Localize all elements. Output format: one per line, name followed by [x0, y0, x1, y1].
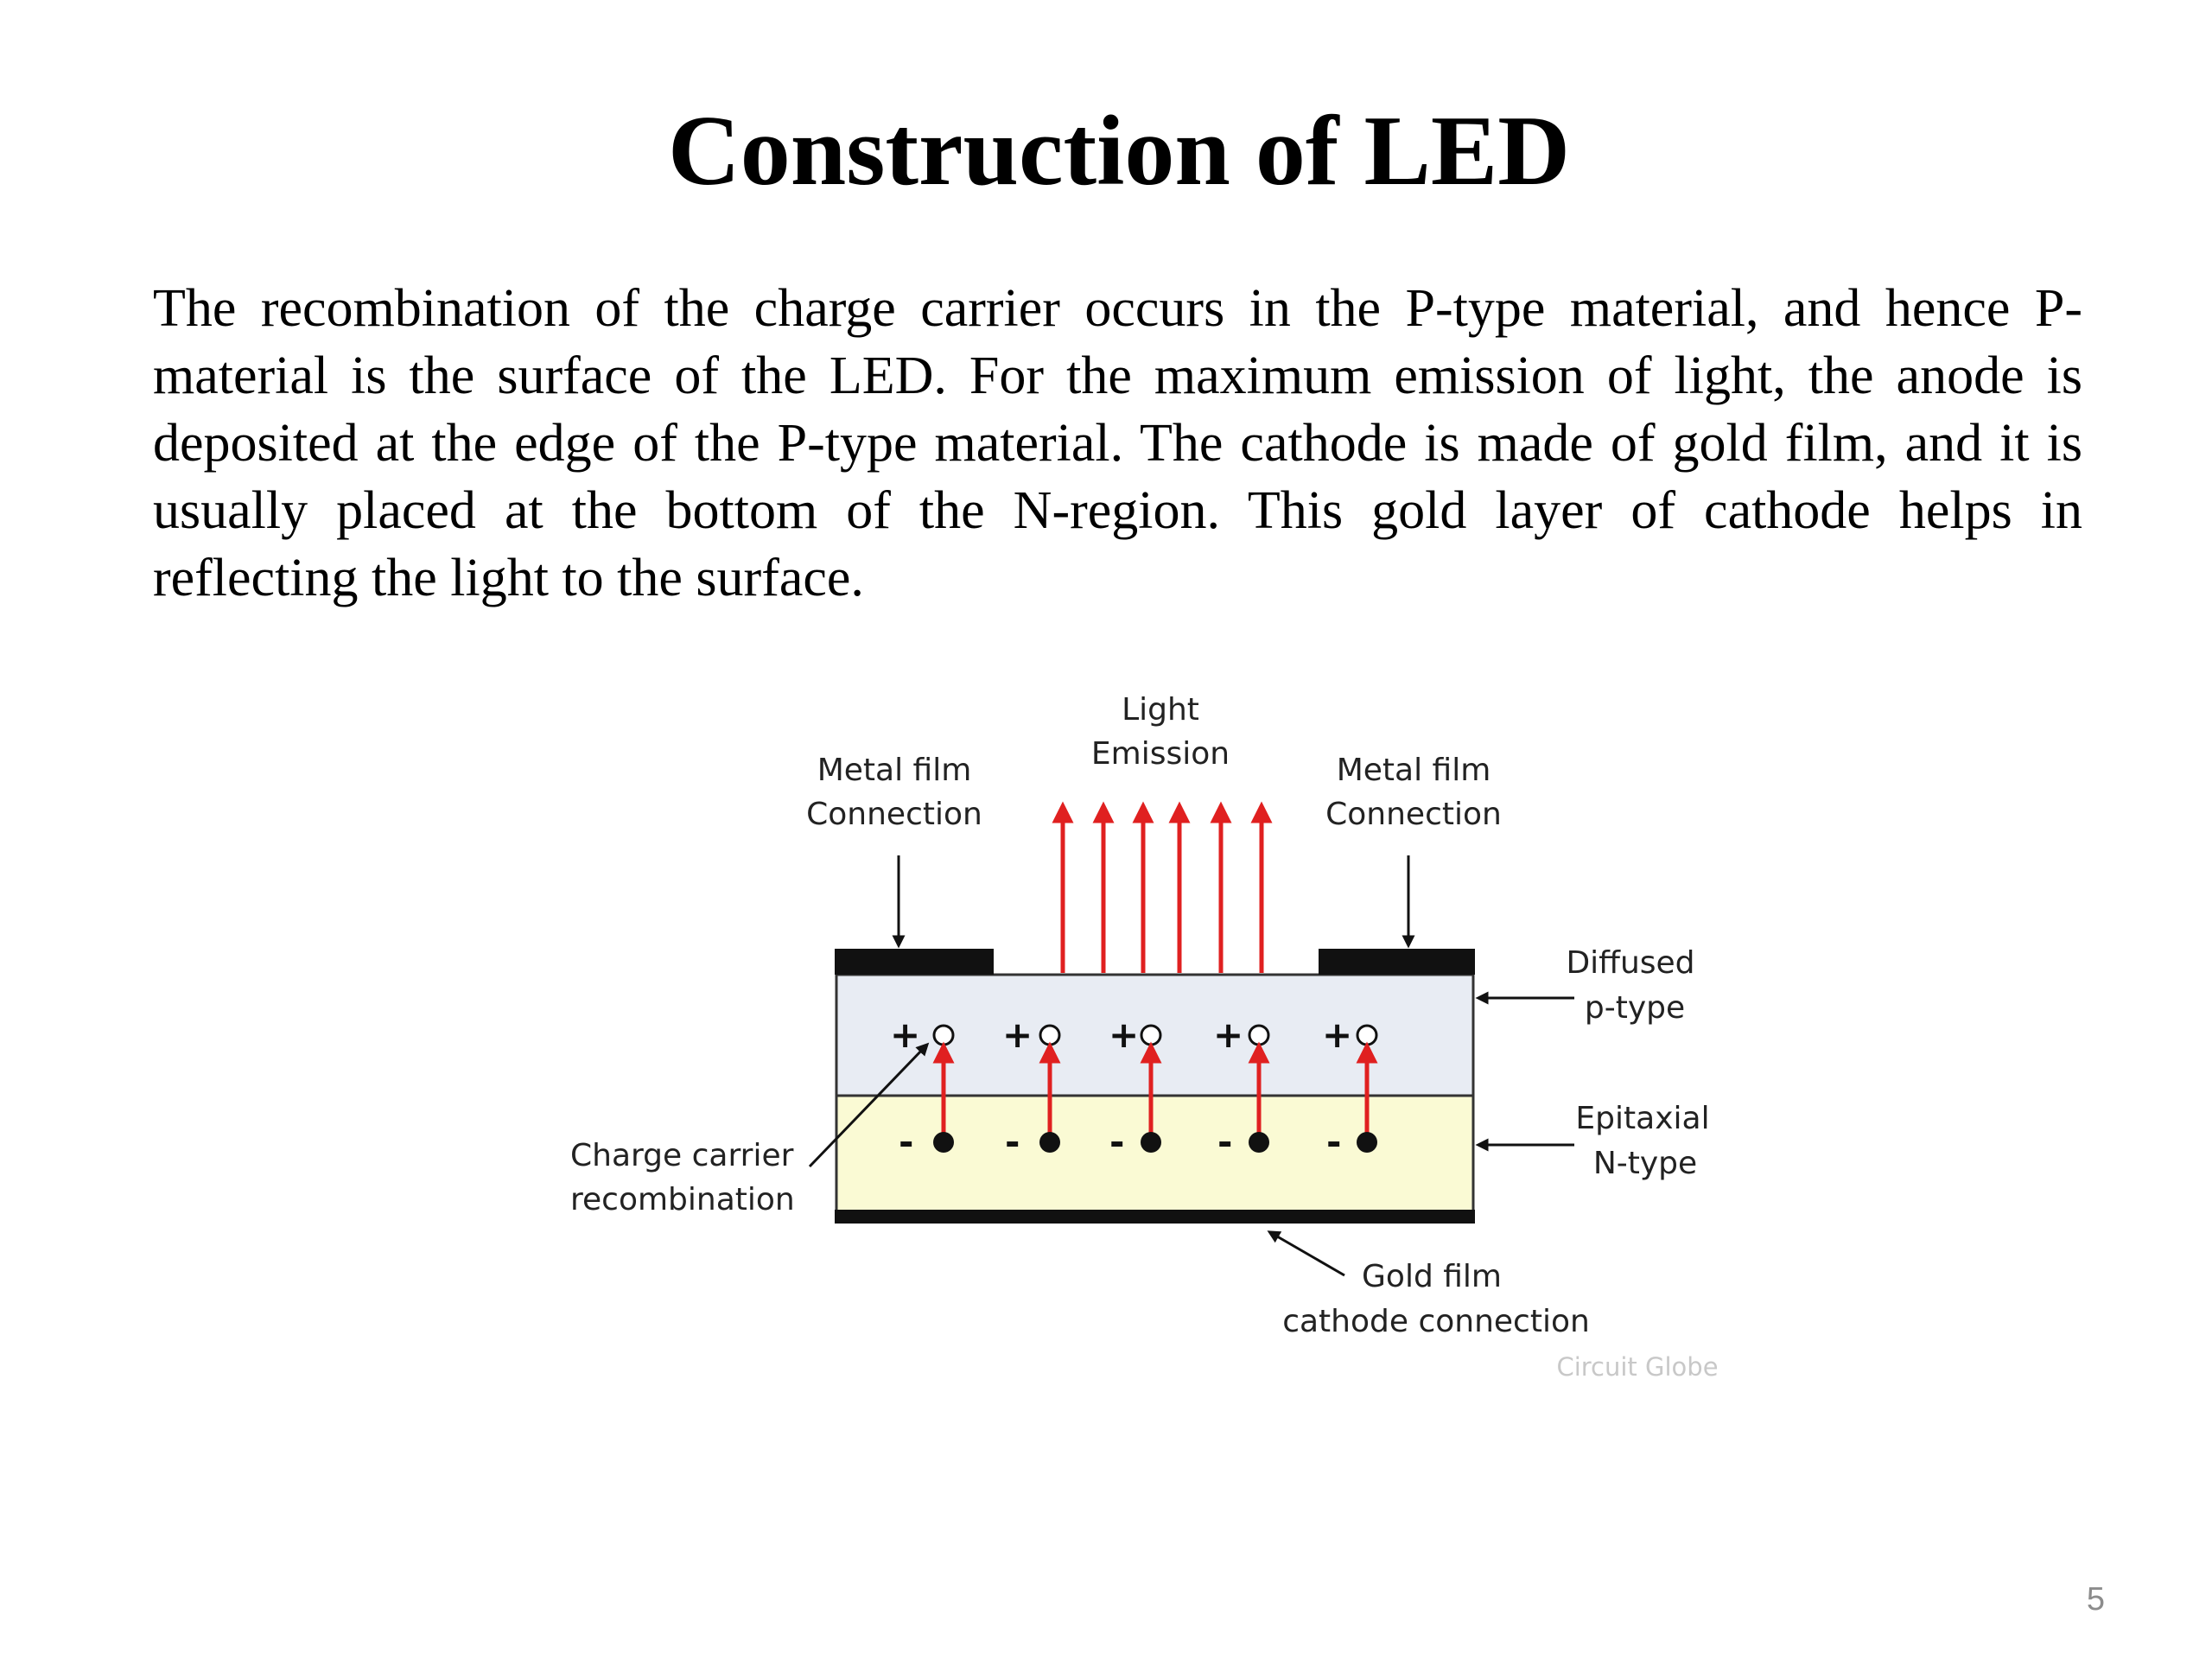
n-type-region [835, 1094, 1475, 1215]
label-n-type: N-type [1593, 1146, 1697, 1181]
label-diffused: Diffused [1566, 945, 1694, 981]
hole-circle [1140, 1024, 1162, 1046]
label-connection-left: Connection [806, 797, 982, 832]
hole-circle [932, 1024, 955, 1046]
electron-minus-sign: - [1326, 1121, 1341, 1163]
hole-plus-sign: + [1109, 1014, 1139, 1056]
electron-minus-sign: - [1217, 1121, 1232, 1163]
hole-circle [1248, 1024, 1270, 1046]
label-gold-film: Gold film [1362, 1259, 1502, 1294]
label-metal-film-left: Metal film [817, 753, 972, 788]
electron-dot [1357, 1132, 1377, 1153]
carrier-pair: + - [1002, 1014, 1061, 1163]
label-emission: Emission [1091, 736, 1230, 772]
carrier-pair: + - [1109, 1014, 1162, 1163]
carrier-pair: + - [1213, 1014, 1270, 1163]
pointer-arrows [808, 855, 1574, 1277]
label-recombination: recombination [570, 1182, 795, 1217]
label-cathode-connection: cathode connection [1282, 1304, 1590, 1339]
electron-dot [1141, 1132, 1161, 1153]
metal-contact-right [1319, 949, 1475, 975]
hole-plus-sign: + [890, 1014, 920, 1056]
carrier-pair: + - [1322, 1014, 1378, 1163]
light-emission-rays [1052, 801, 1273, 973]
slide-body-text: The recombination of the charge carrier … [153, 279, 2082, 607]
charge-carrier-pointer [808, 1042, 930, 1168]
electron-dot [1039, 1132, 1060, 1153]
hole-plus-sign: + [1002, 1014, 1033, 1056]
label-connection-right: Connection [1325, 797, 1502, 832]
hole-circle [1039, 1024, 1061, 1046]
hole-circle [1356, 1024, 1378, 1046]
metal-contact-left [835, 949, 994, 975]
label-epitaxial: Epitaxial [1575, 1101, 1709, 1136]
label-charge-carrier: Charge carrier [570, 1138, 794, 1173]
hole-plus-sign: + [1322, 1014, 1352, 1056]
label-light: Light [1122, 692, 1199, 728]
label-metal-film-right: Metal film [1337, 753, 1491, 788]
gold-film-cathode [835, 1210, 1475, 1224]
electron-minus-sign: - [899, 1121, 913, 1163]
carrier-pair: + - [890, 1014, 955, 1163]
label-p-type: p-type [1585, 990, 1685, 1026]
hole-plus-sign: + [1213, 1014, 1243, 1056]
gold-film-pointer [1267, 1230, 1345, 1277]
watermark: Circuit Globe [1556, 1352, 1718, 1382]
electron-dot [933, 1132, 954, 1153]
slide-title: Construction of LED [667, 96, 1571, 207]
page-number: 5 [2086, 1581, 2105, 1618]
carrier-pairs: + - + - + - + [890, 1014, 1378, 1163]
electron-dot [1249, 1132, 1269, 1153]
electron-minus-sign: - [1005, 1121, 1020, 1163]
electron-minus-sign: - [1109, 1121, 1124, 1163]
